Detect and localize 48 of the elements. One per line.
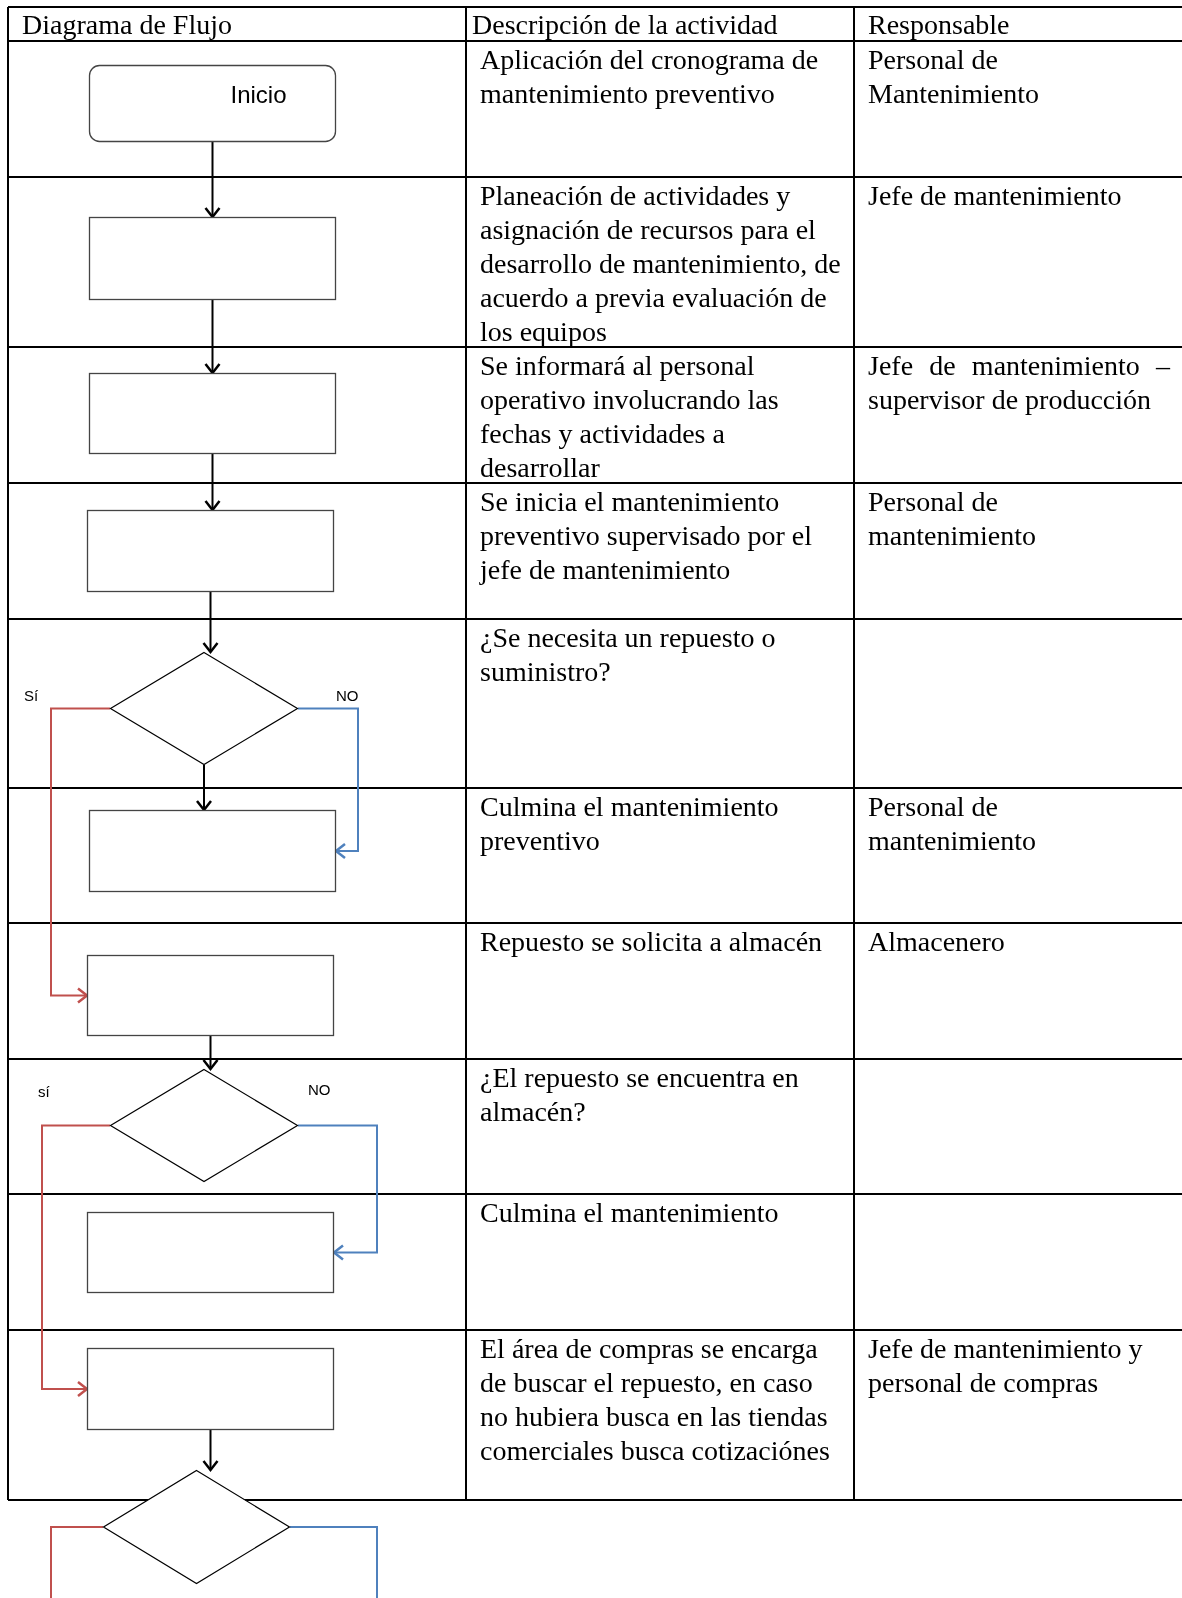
column-header: Responsable bbox=[868, 8, 1010, 42]
process-box bbox=[87, 510, 334, 592]
arrow bbox=[204, 141, 221, 219]
activity-description: Planeación de actividades y asignación de recursos para el desarrollo de mantenimiento, de acuerdo a previa evaluación de los equipos bbox=[480, 179, 842, 349]
process-box bbox=[87, 955, 334, 1036]
responsible-role: Jefe de mantenimiento y personal de compras bbox=[868, 1332, 1144, 1400]
branch-label: sí bbox=[38, 1083, 50, 1101]
responsible-role: Almacenero bbox=[868, 925, 1006, 959]
responsible-role: Jefe de mantenimiento – supervisor de producción bbox=[868, 349, 1170, 417]
process-box bbox=[89, 373, 336, 454]
activity-description: Culmina el mantenimiento preventivo bbox=[480, 790, 780, 858]
column-header: Descripción de la actividad bbox=[472, 8, 778, 42]
arrow bbox=[195, 764, 213, 812]
activity-description: Aplicación del cronograma de mantenimiento preventivo bbox=[480, 43, 820, 111]
decision-diamond bbox=[103, 1470, 290, 1584]
branch-label: NO bbox=[336, 687, 359, 705]
activity-description: Se inicia el mantenimiento preventivo supervisado por el jefe de mantenimiento bbox=[480, 485, 814, 587]
decision-diamond bbox=[110, 1069, 298, 1182]
branch-label: Sí bbox=[24, 687, 39, 705]
process-box bbox=[87, 1212, 334, 1293]
column-header: Diagrama de Flujo bbox=[22, 8, 232, 42]
arrow bbox=[297, 1124, 378, 1261]
arrow bbox=[202, 1035, 219, 1071]
activity-description: El área de compras se encarga de buscar el repuesto, en caso no hubiera busca en las tiendas comerciales busca cotizaciónes bbox=[480, 1332, 831, 1468]
process-box bbox=[89, 810, 336, 892]
decision-diamond bbox=[110, 652, 298, 765]
arrow bbox=[50, 707, 111, 1004]
responsible-role: Personal de mantenimiento bbox=[868, 790, 1037, 858]
activity-description: Se informará al personal operativo involucrando las fechas y actividades a desarrollar bbox=[480, 349, 780, 485]
arrow bbox=[204, 299, 221, 375]
responsible-role: Personal de mantenimiento bbox=[868, 485, 1037, 553]
connector-line bbox=[50, 1526, 104, 1598]
activity-description: Culmina el mantenimiento bbox=[480, 1196, 780, 1230]
branch-label: NO bbox=[308, 1081, 331, 1099]
arrow bbox=[41, 1124, 111, 1398]
responsible-role: Jefe de mantenimiento bbox=[868, 179, 1123, 213]
activity-description: ¿Se necesita un repuesto o suministro? bbox=[480, 621, 777, 689]
arrow bbox=[202, 1429, 219, 1472]
process-box bbox=[89, 217, 336, 300]
arrow bbox=[204, 453, 221, 512]
activity-description: Repuesto se solicita a almacén bbox=[480, 925, 824, 959]
arrow bbox=[202, 591, 219, 654]
process-box bbox=[87, 1348, 334, 1430]
responsible-role: Personal de Mantenimiento bbox=[868, 43, 1041, 111]
connector-line bbox=[289, 1526, 378, 1598]
arrow bbox=[297, 707, 359, 860]
activity-description: ¿El repuesto se encuentra en almacén? bbox=[480, 1061, 800, 1129]
start-terminal: Inicio bbox=[89, 65, 336, 142]
